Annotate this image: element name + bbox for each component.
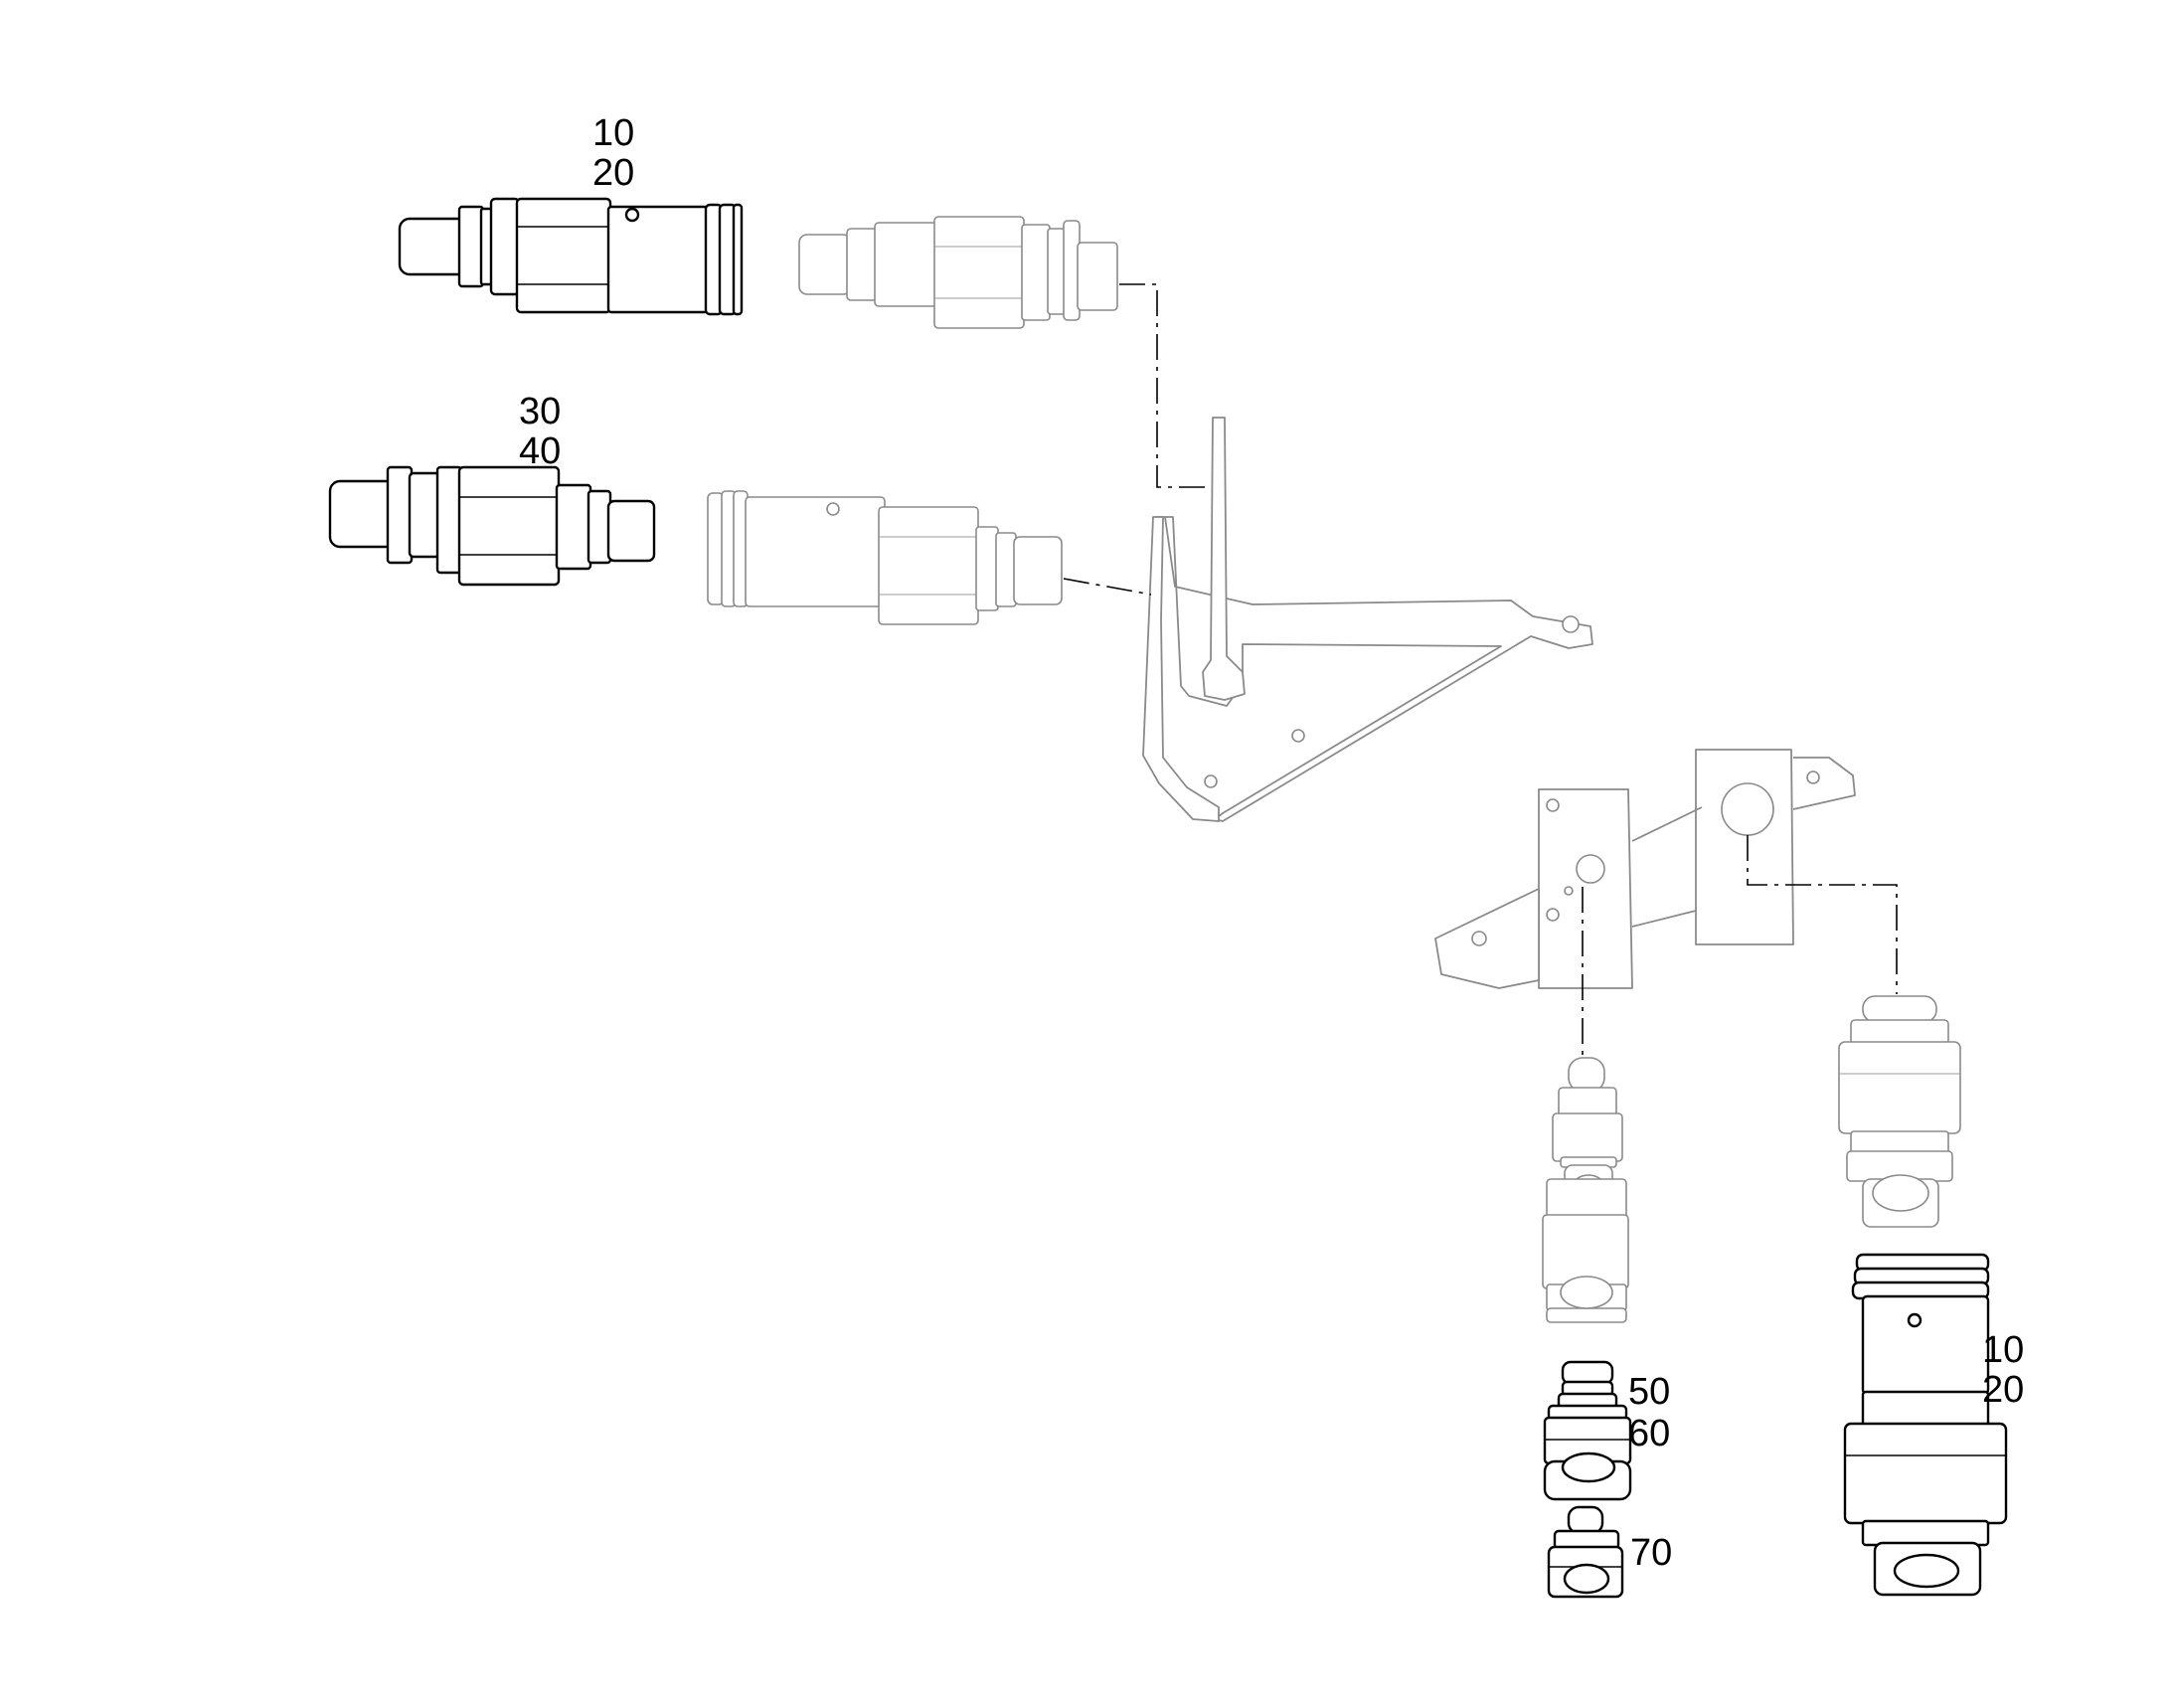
callout-mid-left-line1: 30 (519, 391, 562, 432)
callout-top-left-line1: 10 (592, 112, 635, 154)
part-10-20-female-coupler-top[interactable] (398, 197, 744, 316)
assembly-center-lines (1063, 283, 1898, 1060)
part-30-40-male-coupler[interactable] (328, 465, 656, 587)
part-70-nut[interactable] (1547, 1505, 1624, 1599)
callout-right-coupler-line1: 10 (1982, 1329, 2025, 1371)
context-small-adapter-lower (1542, 1178, 1629, 1323)
context-female-coupler-middle (707, 490, 1063, 625)
callout-top-left-line2: 20 (592, 152, 635, 194)
callout-small-stack-upper-line1: 50 (1628, 1371, 1671, 1413)
context-large-coupler-vertical (1838, 995, 1961, 1228)
callout-mid-left-line2: 40 (519, 430, 562, 472)
part-50-60-adapter[interactable] (1543, 1360, 1632, 1501)
callout-right-coupler-line2: 20 (1982, 1369, 2025, 1411)
part-10-20-female-coupler-right[interactable] (1843, 1253, 2008, 1597)
context-male-coupler-upper (798, 216, 1118, 329)
callout-small-stack-upper-line2: 60 (1628, 1413, 1671, 1454)
upper-mounting-bracket (1142, 417, 1593, 822)
lower-mounting-bracket (1434, 749, 1856, 989)
callout-small-stack-lower: 70 (1630, 1532, 1673, 1574)
